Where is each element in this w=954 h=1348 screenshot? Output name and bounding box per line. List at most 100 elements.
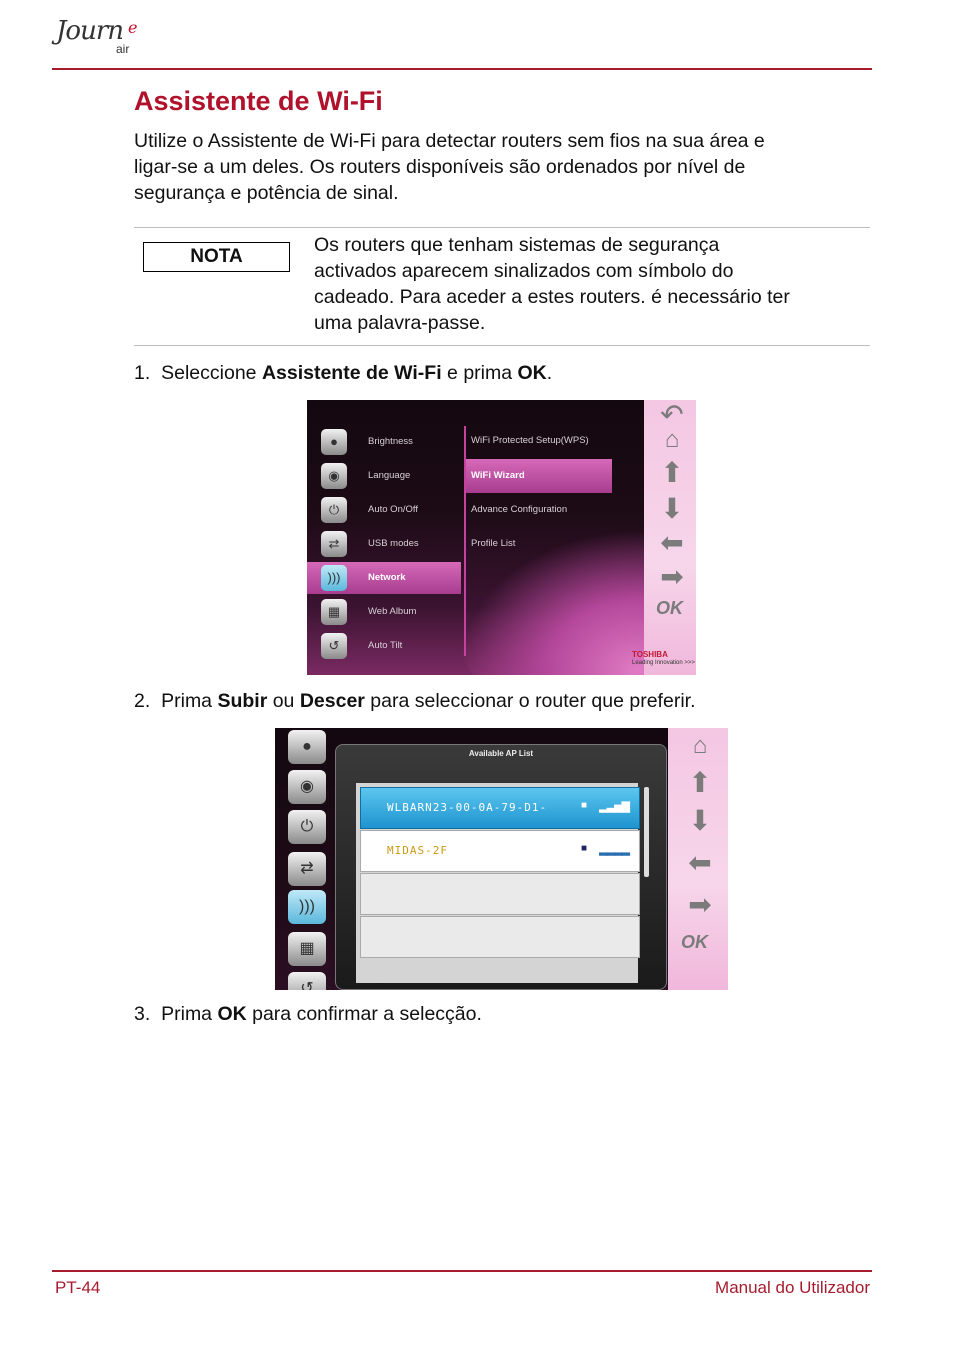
manual-name: Manual do Utilizador [715, 1278, 870, 1297]
wifi-icon: ))) [321, 565, 347, 591]
brand-tagline: Leading Innovation >>> [632, 660, 695, 666]
step-bold: OK [517, 362, 547, 384]
submenu-advance-configuration[interactable]: Advance Configuration [466, 493, 612, 527]
up-arrow-icon[interactable]: ⬆ [660, 457, 684, 488]
menu-label: Web Album [368, 606, 417, 617]
submenu-label: WiFi Protected Setup(WPS) [471, 435, 589, 446]
intro-paragraph: Utilize o Assistente de Wi-Fi para detec… [134, 128, 869, 206]
ap-list-screenshot: ● ◉ ⏻ ⇄ ))) ▦ ↺ Available AP List WLBARN… [275, 728, 728, 990]
logo-script: Journ [56, 16, 124, 46]
dialog-title: Available AP List [468, 749, 534, 758]
nav-panel [644, 400, 696, 675]
logo-e: e [128, 18, 138, 37]
submenu-label: Profile List [471, 538, 516, 549]
menu-item-language[interactable]: ◉ Language [307, 460, 461, 492]
right-arrow-icon[interactable]: ➡ [688, 889, 712, 920]
tilt-icon: ↺ [288, 972, 326, 990]
bulb-icon: ● [288, 730, 326, 764]
step-3: 3. Prima OK para confirmar a selecção. [134, 1001, 482, 1027]
globe-icon: ◉ [321, 463, 347, 489]
ap-list-dialog: Available AP List WLBARN23-00-0A-79-D1- … [335, 744, 667, 990]
menu-label: Auto Tilt [368, 640, 403, 651]
footer-rule [52, 1270, 872, 1272]
step-number: 2. [134, 690, 151, 712]
step-number: 3. [134, 1003, 151, 1025]
step-bold: OK [217, 1003, 247, 1025]
step-text: Prima [161, 690, 218, 712]
down-arrow-icon[interactable]: ⬇ [688, 805, 712, 836]
up-arrow-icon[interactable]: ⬆ [688, 767, 712, 798]
usb-icon: ⇄ [321, 531, 347, 557]
ap-row[interactable]: MIDAS-2F ■ ▂▂▂▂ [360, 830, 640, 872]
note-label: NOTA [143, 242, 290, 272]
ap-row[interactable] [360, 873, 640, 915]
note-line: Os routers que tenham sistemas de segura… [314, 234, 720, 256]
menu-item-web-album[interactable]: ▦ Web Album [307, 596, 461, 628]
ok-button[interactable]: OK [681, 932, 708, 952]
menu-label: Network [368, 572, 406, 583]
right-arrow-icon[interactable]: ➡ [660, 561, 684, 592]
ap-row[interactable]: WLBARN23-00-0A-79-D1- ■ ▂▃▅▇ [360, 787, 640, 829]
step-text: ou [267, 690, 300, 712]
menu-label: USB modes [368, 538, 419, 549]
ap-name: MIDAS-2F [387, 844, 448, 857]
submenu-wps[interactable]: WiFi Protected Setup(WPS) [466, 424, 612, 458]
submenu-label: WiFi Wizard [471, 470, 525, 481]
bulb-icon: ● [321, 429, 347, 455]
menu-item-auto-on-off[interactable]: ⏻ Auto On/Off [307, 494, 461, 526]
signal-icon: ▂▂▂▂ [599, 844, 630, 856]
signal-icon: ▂▃▅▇ [599, 801, 630, 813]
usb-icon: ⇄ [288, 852, 326, 886]
step-text: para seleccionar o router que preferir. [364, 690, 696, 712]
intro-line: segurança e potência de sinal. [134, 182, 399, 204]
menu-item-auto-tilt[interactable]: ↺ Auto Tilt [307, 630, 461, 662]
step-bold: Assistente de Wi-Fi [261, 362, 442, 384]
nav-panel [668, 728, 728, 990]
menu-item-usb-modes[interactable]: ⇄ USB modes [307, 528, 461, 560]
album-icon: ▦ [288, 932, 326, 966]
journe-air-logo: Journ e air [52, 12, 152, 64]
ap-row[interactable] [360, 916, 640, 958]
home-icon[interactable]: ⌂ [664, 426, 680, 453]
ok-button[interactable]: OK [656, 598, 683, 618]
step-bold: Subir [217, 690, 268, 712]
intro-line: ligar-se a um deles. Os routers disponív… [134, 156, 746, 178]
intro-line: Utilize o Assistente de Wi-Fi para detec… [134, 130, 765, 152]
menu-item-brightness[interactable]: ● Brightness [307, 426, 461, 458]
submenu-label: Advance Configuration [471, 504, 568, 515]
step-number: 1. [134, 362, 151, 384]
submenu-wifi-wizard[interactable]: WiFi Wizard [466, 459, 612, 493]
scrollbar[interactable] [644, 787, 649, 877]
menu-divider [464, 426, 466, 656]
note-text: Os routers que tenham sistemas de segura… [314, 232, 870, 336]
header-rule [52, 68, 872, 70]
note-bottom-rule [134, 345, 870, 346]
logo-air: air [116, 42, 130, 56]
lock-icon: ■ [580, 800, 587, 811]
step-text: . [546, 362, 553, 384]
lock-icon: ■ [580, 843, 587, 854]
left-arrow-icon[interactable]: ⬅ [660, 527, 684, 558]
home-icon[interactable]: ⌂ [692, 732, 708, 759]
note-line: activados aparecem sinalizados com símbo… [314, 260, 734, 282]
note-line: cadeado. Para aceder a estes routers. é … [314, 286, 790, 308]
ap-name: WLBARN23-00-0A-79-D1- [387, 801, 548, 814]
back-icon[interactable]: ↶ [660, 400, 684, 430]
left-arrow-icon[interactable]: ⬅ [688, 847, 712, 878]
submenu-profile-list[interactable]: Profile List [466, 527, 612, 561]
step-text: e prima [441, 362, 518, 384]
album-icon: ▦ [321, 599, 347, 625]
menu-item-network[interactable]: ))) Network [307, 562, 461, 594]
down-arrow-icon[interactable]: ⬇ [660, 493, 684, 524]
step-bold: Descer [299, 690, 365, 712]
globe-icon: ◉ [288, 770, 326, 804]
step-text: Seleccione [161, 362, 262, 384]
step-1: 1. Seleccione Assistente de Wi-Fi e prim… [134, 360, 552, 386]
power-icon: ⏻ [288, 810, 326, 844]
page-title: Assistente de Wi-Fi [134, 86, 383, 116]
page-number: PT-44 [55, 1278, 101, 1297]
tilt-icon: ↺ [321, 633, 347, 659]
menu-label: Language [368, 470, 411, 481]
note-line: uma palavra-passe. [314, 312, 486, 334]
menu-label: Auto On/Off [368, 504, 418, 515]
